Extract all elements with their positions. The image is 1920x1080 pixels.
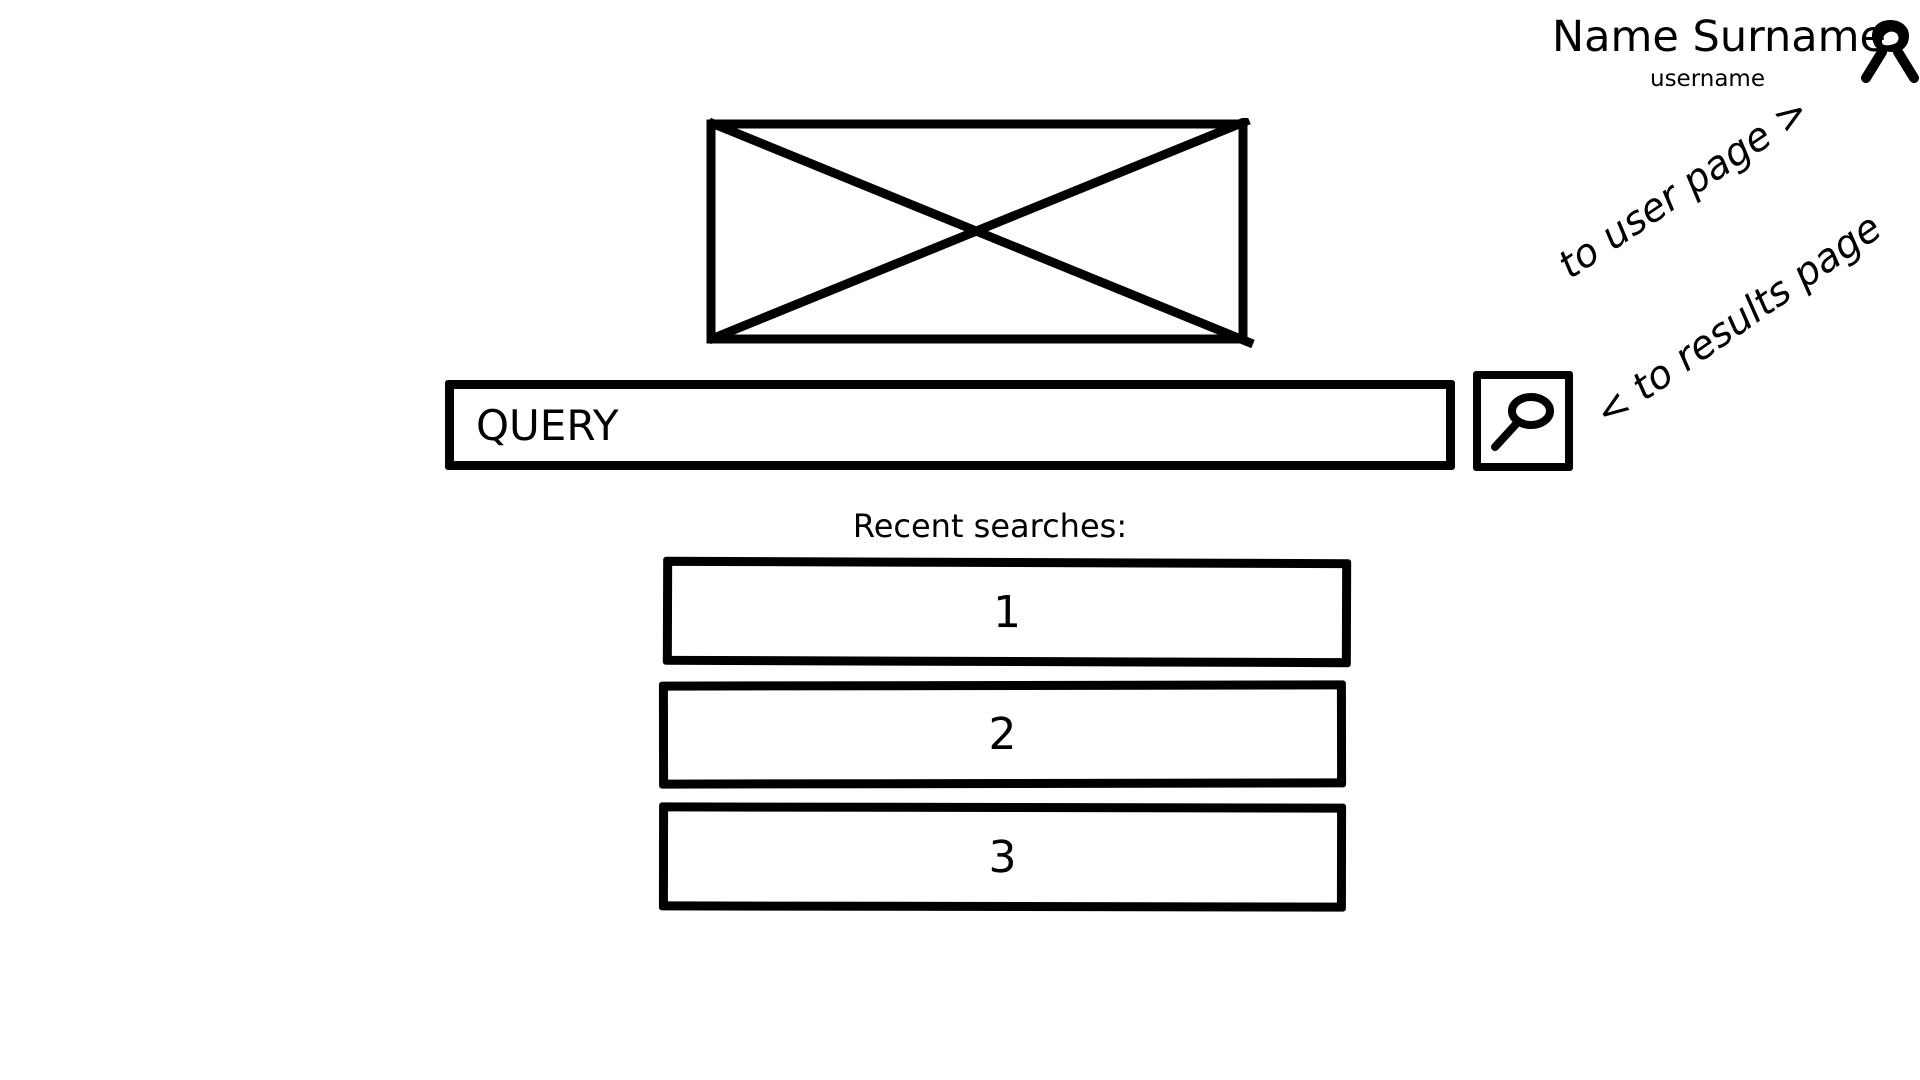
- user-full-name: Name Surname: [1552, 12, 1886, 62]
- magnifier-icon: [1491, 393, 1554, 451]
- search-button[interactable]: [1473, 371, 1573, 471]
- recent-search-item[interactable]: 1: [662, 556, 1352, 668]
- annotation-to-user-page: to user page >: [1550, 87, 1818, 289]
- user-profile-link[interactable]: Name Surname username: [1530, 14, 1920, 94]
- recent-search-item[interactable]: 2: [658, 680, 1347, 789]
- recent-searches-heading: Recent searches:: [852, 507, 1128, 545]
- recent-search-item-label: 3: [988, 831, 1017, 883]
- recent-search-item[interactable]: 3: [658, 802, 1347, 912]
- search-input[interactable]: [445, 380, 1455, 470]
- image-placeholder-icon: [706, 118, 1255, 348]
- user-avatar-icon[interactable]: [1860, 14, 1920, 86]
- user-username: username: [1650, 66, 1765, 92]
- recent-search-item-label: 1: [992, 586, 1022, 638]
- recent-search-item-label: 2: [988, 708, 1017, 761]
